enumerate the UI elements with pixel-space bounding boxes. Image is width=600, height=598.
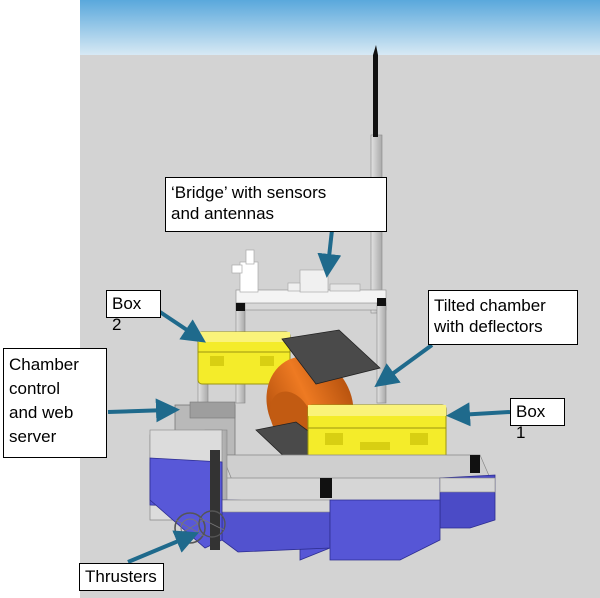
- arrow-box1: [446, 402, 511, 427]
- arrow-chamber-control: [107, 398, 180, 423]
- label-box-2: Box 2: [106, 290, 161, 334]
- arrow-box2: [158, 310, 206, 343]
- arrow-bridge: [317, 229, 342, 278]
- label-bridge: ‘Bridge’ with sensors and antennas: [165, 177, 387, 232]
- box-2: [197, 331, 291, 385]
- bridge-sensors: [231, 249, 387, 305]
- label-chamber-control: Chamber control and web server: [3, 348, 107, 458]
- arrow-tilted-chamber: [374, 343, 434, 388]
- thruster-mount: [210, 450, 220, 550]
- label-tilted-chamber: Tilted chamber with deflectors: [428, 290, 578, 345]
- box-1: [307, 404, 447, 464]
- label-thrusters: Thrusters: [79, 563, 164, 591]
- sky: [80, 0, 600, 55]
- pontoon-right: [329, 474, 496, 561]
- arrow-thrusters: [127, 530, 200, 564]
- label-box-1: Box 1: [510, 398, 565, 442]
